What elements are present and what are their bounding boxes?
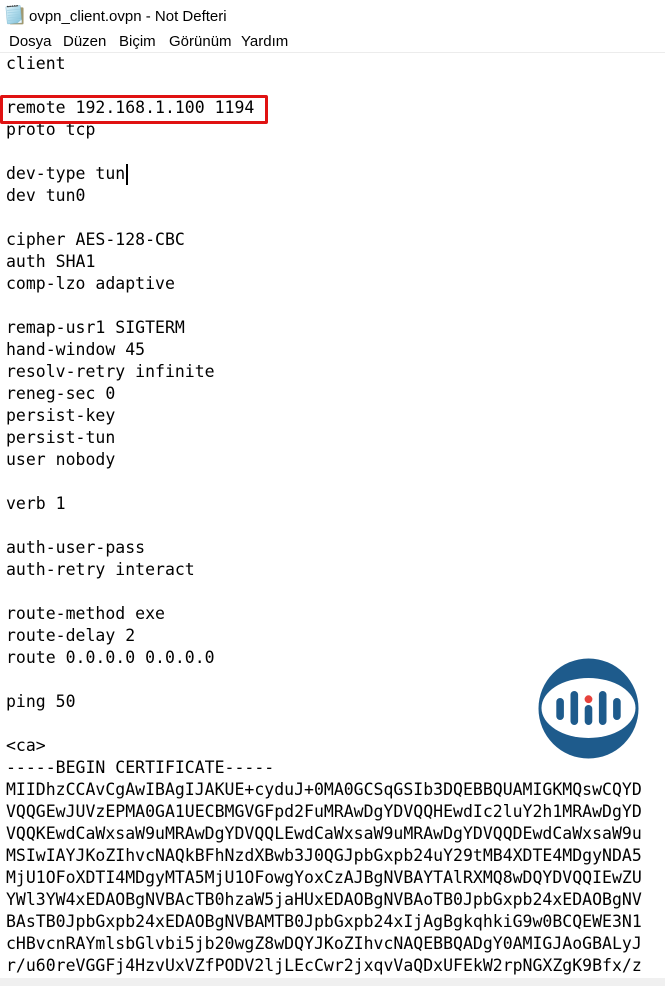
config-line: <ca>	[6, 736, 46, 755]
config-line: r/u60reVGGFj4HzvUxVZfPODV2ljLEcCwr2jxqvV…	[6, 956, 642, 975]
config-line: BAsTB0JpbGxpb24xEDAOBgNVBAMTB0JpbGxpb24x…	[6, 912, 642, 931]
menu-item-dosya[interactable]: Dosya	[9, 33, 52, 50]
config-line	[6, 472, 665, 494]
config-line	[6, 142, 665, 164]
config-line: dev tun0	[6, 186, 86, 205]
config-line: persist-tun	[6, 428, 116, 447]
menu-item-yardim[interactable]: Yardım	[241, 33, 289, 50]
config-line: VQQKEwdCaWxsaW9uMRAwDgYDVQQLEwdCaWxsaW9u…	[6, 824, 642, 843]
config-line: persist-key	[6, 406, 116, 425]
menu-bar: Dosya Düzen Biçim Görünüm Yardım	[0, 30, 665, 52]
text-caret	[126, 164, 128, 185]
config-line: dev-type tun	[6, 164, 126, 183]
text-editor[interactable]: client remote 192.168.1.100 1194 proto tcp…	[0, 53, 665, 978]
notepad-icon	[5, 4, 24, 25]
config-line	[6, 296, 665, 318]
config-line	[6, 582, 665, 604]
menu-item-gorunum[interactable]: Görünüm	[169, 33, 232, 50]
config-line: cipher AES-128-CBC	[6, 230, 185, 249]
window-title: ovpn_client.ovpn - Not Defteri	[29, 8, 227, 25]
title-bar[interactable]: ovpn_client.ovpn - Not Defteri	[0, 0, 665, 30]
config-line: route-method exe	[6, 604, 165, 623]
logo-red-dot	[584, 695, 593, 704]
config-line: VQQGEwJUVzEPMA0GA1UECBMGVGFpd2FuMRAwDgYD…	[6, 802, 642, 821]
config-line: MjU1OFoXDTI4MDgyMTA5MjU1OFowgYoxCzAJBgNV…	[6, 868, 642, 887]
config-line: cHBvcnRAYmlsbGlvbi5jb20wgZ8wDQYJKoZIhvcN…	[6, 934, 642, 953]
config-line: hand-window 45	[6, 340, 146, 359]
menu-item-bicim[interactable]: Biçim	[119, 33, 156, 50]
config-line: auth-retry interact	[6, 560, 195, 579]
config-line: proto tcp	[6, 120, 96, 139]
config-line: comp-lzo adaptive	[6, 274, 175, 293]
config-line: verb 1	[6, 494, 66, 513]
config-line: route-delay 2	[6, 626, 136, 645]
menu-item-duzen[interactable]: Düzen	[63, 33, 107, 50]
config-line: route 0.0.0.0 0.0.0.0	[6, 648, 215, 667]
config-line: auth-user-pass	[6, 538, 146, 557]
menu-separator	[0, 52, 665, 53]
config-line	[6, 208, 665, 230]
config-line: ping 50	[6, 692, 76, 711]
config-line: remote 192.168.1.100 1194	[6, 98, 255, 117]
config-line: remap-usr1 SIGTERM	[6, 318, 185, 337]
config-line: YWl3YW4xEDAOBgNVBAcTB0hzaW5jaHUxEDAOBgNV…	[6, 890, 642, 909]
config-line	[6, 516, 665, 538]
config-line: user nobody	[6, 450, 116, 469]
horizontal-scrollbar[interactable]	[0, 978, 665, 986]
config-line: auth SHA1	[6, 252, 96, 271]
config-line: client	[6, 54, 66, 73]
config-line: reneg-sec 0	[6, 384, 116, 403]
config-line: MSIwIAYJKoZIhvcNAQkBFhNzdXBwb3J0QGJpbGxp…	[6, 846, 642, 865]
ipcisco-logo	[538, 658, 639, 759]
config-line: -----BEGIN CERTIFICATE-----	[6, 758, 275, 777]
config-line	[6, 76, 665, 98]
config-line: MIIDhzCCAvCgAwIBAgIJAKUE+cyduJ+0MA0GCSqG…	[6, 780, 642, 799]
config-line: resolv-retry infinite	[6, 362, 215, 381]
